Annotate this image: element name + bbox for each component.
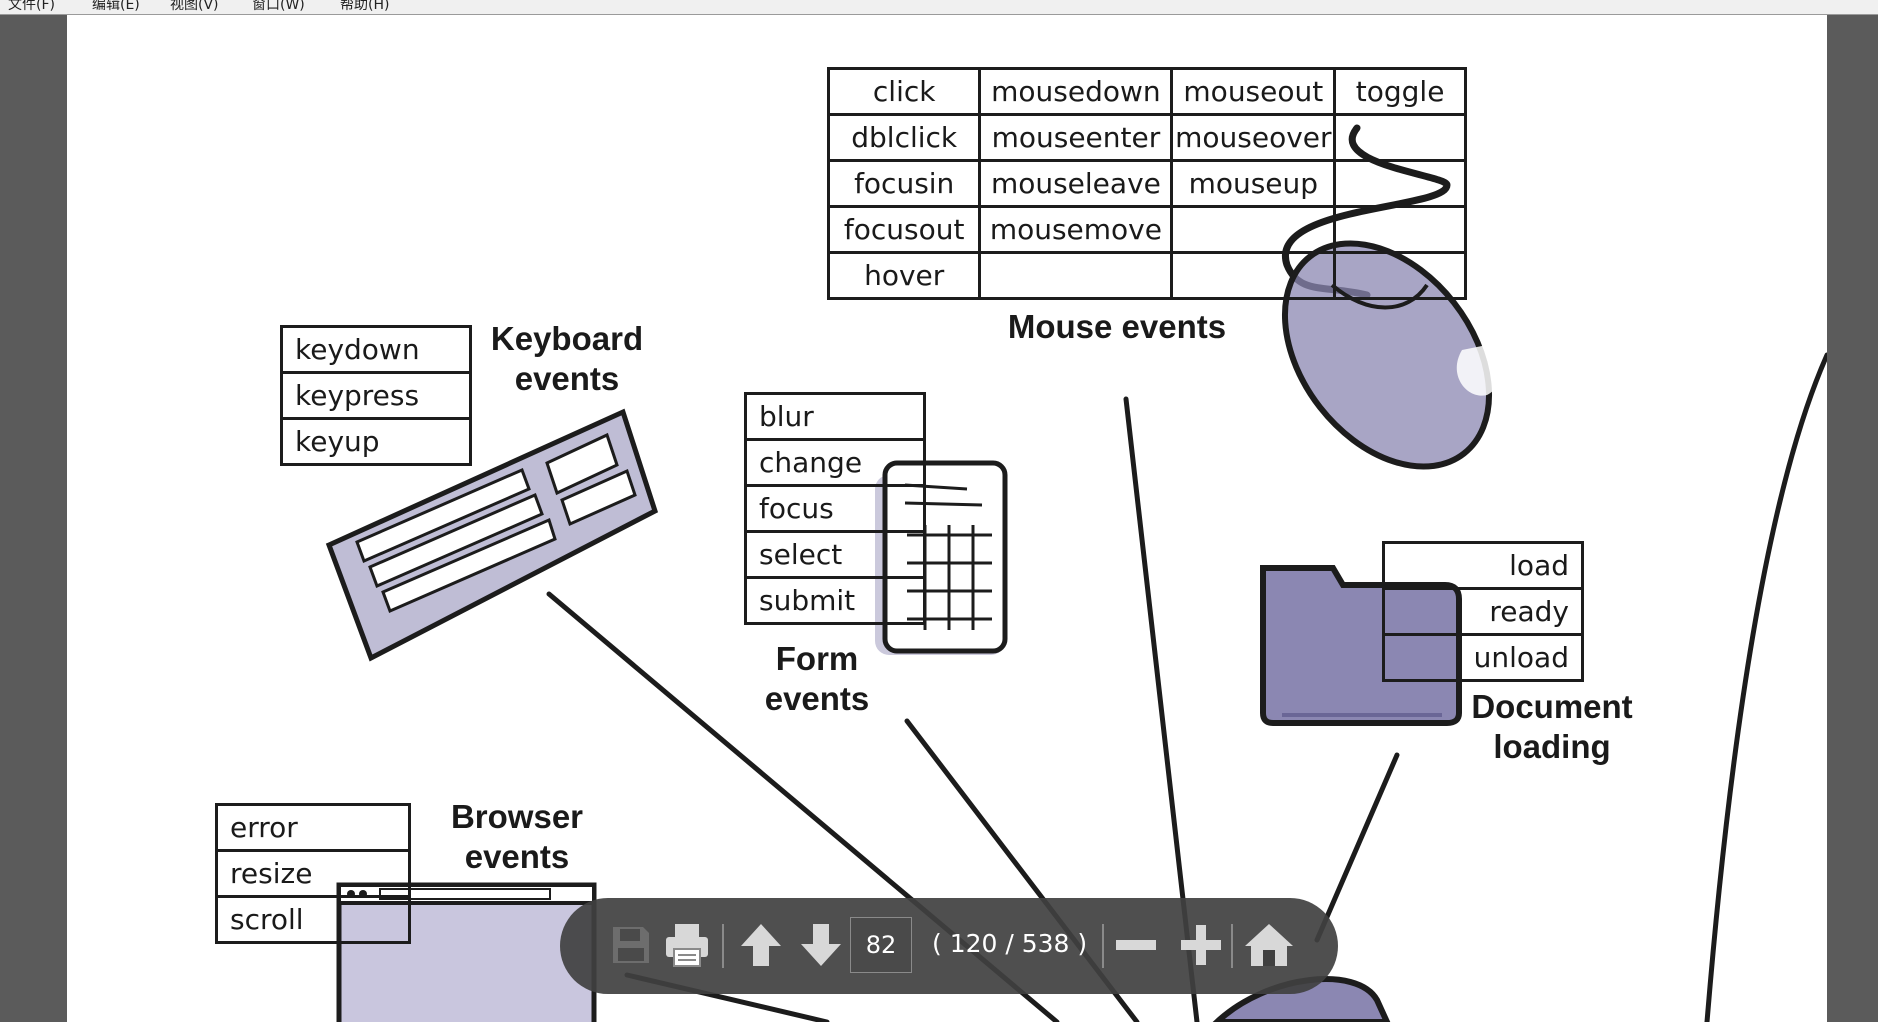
document-loading-caption: Document loading: [1471, 688, 1633, 765]
save-icon: [613, 927, 649, 963]
mouse-cell: mousedown: [978, 67, 1174, 116]
home-button[interactable]: [1240, 916, 1298, 974]
form-cell: submit: [744, 576, 926, 625]
browser-row: resize: [215, 849, 411, 898]
menu-view[interactable]: 视图(V): [170, 0, 219, 13]
print-button[interactable]: [658, 916, 716, 974]
keyboard-cell: keydown: [280, 325, 472, 374]
toolbar-divider: [722, 924, 724, 968]
mouse-row: hover: [826, 251, 1467, 300]
mouse-cell: mouseenter: [978, 113, 1174, 162]
page-curve: [1704, 352, 1827, 1022]
toolbar-divider: [1102, 924, 1104, 968]
mouse-cell: click: [826, 67, 982, 116]
form-cell: change: [744, 438, 926, 487]
document-row: ready: [1382, 587, 1584, 636]
mouse-cell: [978, 251, 1174, 300]
keyboard-cell: keyup: [280, 417, 472, 466]
mouse-cell: [1170, 251, 1337, 300]
save-button[interactable]: [602, 916, 660, 974]
mouse-cell: mouseleave: [978, 159, 1174, 208]
browser-cell: resize: [215, 849, 411, 898]
browser-cell: scroll: [215, 895, 411, 944]
keyboard-events-caption: Keyboard events: [490, 320, 644, 397]
zoom-out-button[interactable]: [1107, 916, 1165, 974]
previous-page-button[interactable]: [732, 916, 790, 974]
document-row: unload: [1382, 633, 1584, 682]
arrow-down-icon: [801, 924, 841, 966]
print-icon: [666, 924, 708, 967]
mouse-cell: [1333, 205, 1467, 254]
menu-bar: 文件(F) 编辑(E) 视图(V) 窗口(W) 帮助(H): [0, 0, 1878, 15]
mouse-cell: mouseover: [1170, 113, 1337, 162]
floating-toolbar: 82 ( 120 / 538 ): [560, 898, 1338, 994]
mouse-cell: toggle: [1333, 67, 1467, 116]
form-cell: select: [744, 530, 926, 579]
mouse-cell: dblclick: [826, 113, 982, 162]
next-page-button[interactable]: [792, 916, 850, 974]
form-cell: focus: [744, 484, 926, 533]
mouse-cell: [1333, 251, 1467, 300]
mouse-cell: [1333, 113, 1467, 162]
keyboard-row: keydown: [280, 325, 472, 374]
home-icon: [1245, 924, 1293, 966]
form-row: submit: [744, 576, 926, 625]
mouse-cell: [1170, 205, 1337, 254]
mouse-cell: mouseup: [1170, 159, 1337, 208]
toolbar-divider: [1231, 924, 1233, 968]
page-count: ( 120 / 538 ): [932, 929, 1088, 958]
keyboard-icon: [325, 408, 659, 662]
menu-edit[interactable]: 编辑(E): [92, 0, 140, 13]
menu-window[interactable]: 窗口(W): [252, 0, 305, 13]
mouse-events-caption: Mouse events: [1007, 308, 1227, 345]
document-cell: unload: [1382, 633, 1584, 682]
mouse-cell: focusin: [826, 159, 982, 208]
keyboard-row: keyup: [280, 417, 472, 466]
arrow-up-icon: [741, 924, 781, 966]
page-number-input[interactable]: 82: [850, 917, 912, 973]
form-events-caption: Form events: [764, 640, 870, 717]
menu-help[interactable]: 帮助(H): [340, 0, 390, 13]
form-row: focus: [744, 484, 926, 533]
keyboard-row: keypress: [280, 371, 472, 420]
document-cell: ready: [1382, 587, 1584, 636]
menu-file[interactable]: 文件(F): [8, 0, 55, 13]
browser-row: scroll: [215, 895, 411, 944]
zoom-in-icon: [1181, 925, 1221, 965]
browser-cell: error: [215, 803, 411, 852]
document-row: load: [1382, 541, 1584, 590]
arrow-document: [1314, 752, 1400, 943]
mouse-cell: mousemove: [978, 205, 1174, 254]
browser-events-caption: Browser events: [450, 798, 584, 875]
keyboard-cell: keypress: [280, 371, 472, 420]
mouse-cell: [1333, 159, 1467, 208]
form-row: blur: [744, 392, 926, 441]
mouse-cell: focusout: [826, 205, 982, 254]
browser-row: error: [215, 803, 411, 852]
mouse-cell: mouseout: [1170, 67, 1337, 116]
form-cell: blur: [744, 392, 926, 441]
document-cell: load: [1382, 541, 1584, 590]
zoom-in-button[interactable]: [1172, 916, 1230, 974]
mouse-cell: hover: [826, 251, 982, 300]
form-row: select: [744, 530, 926, 579]
form-row: change: [744, 438, 926, 487]
zoom-out-icon: [1116, 940, 1156, 950]
